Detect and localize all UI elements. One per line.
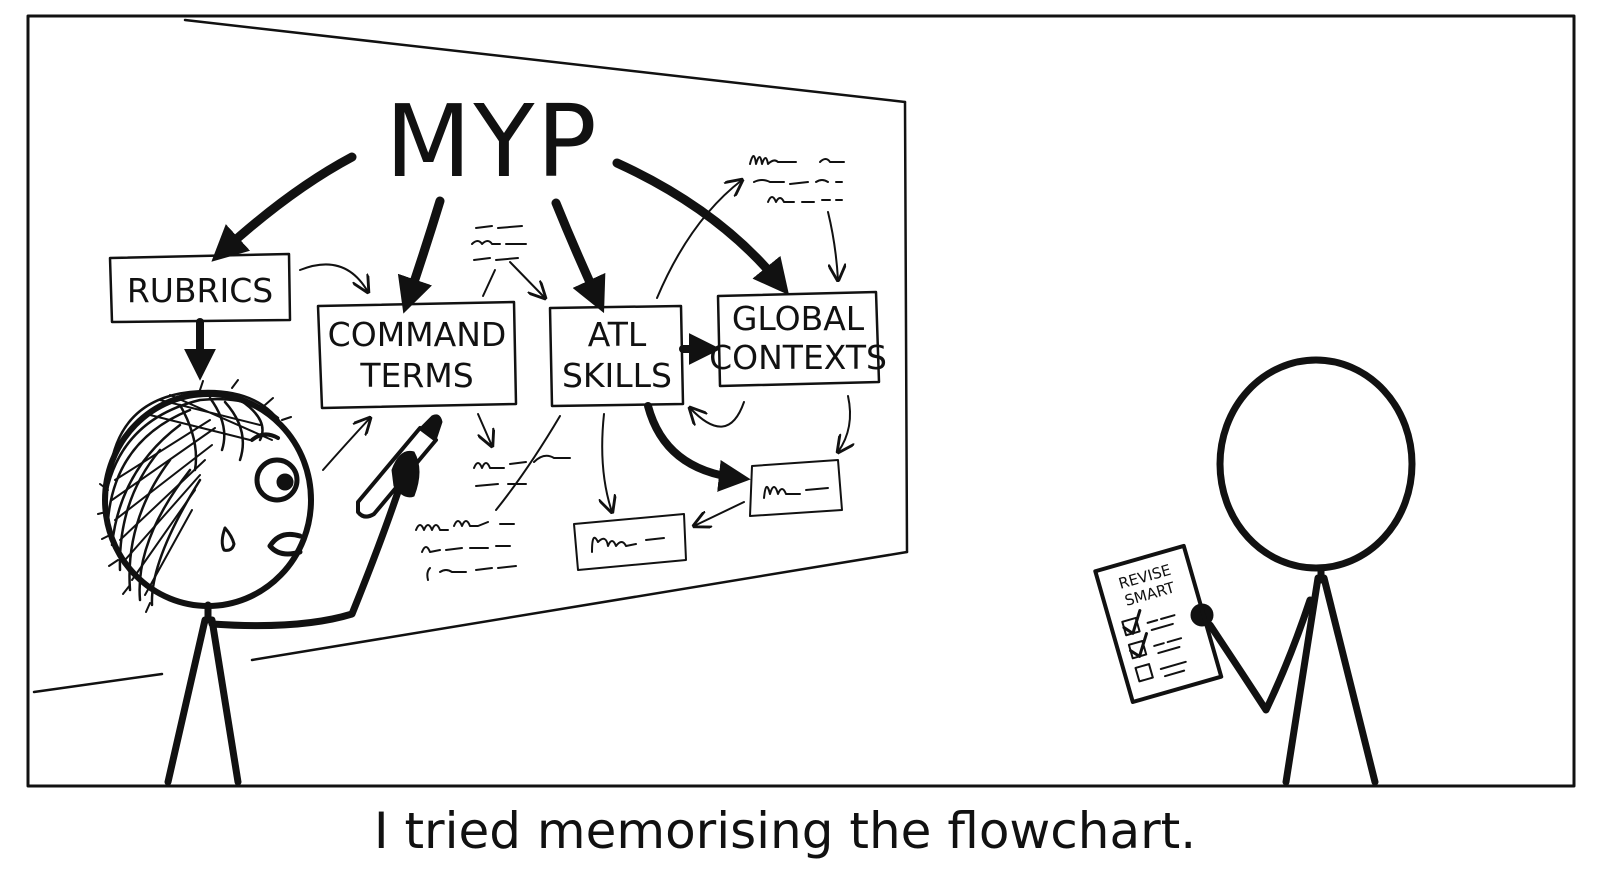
panel-border (26, 14, 1576, 788)
student-eye (254, 457, 300, 503)
messy-hair (97, 379, 292, 613)
box-rubrics-label: RUBRICS (127, 271, 273, 310)
box-atl-skills-line1: ATL (588, 315, 647, 354)
checkmark-2 (1129, 632, 1148, 658)
comic-caption: I tried memorising the flowchart. (374, 802, 1196, 860)
whiteboard (32, 18, 909, 694)
box-command-terms-line1: COMMAND (328, 315, 507, 354)
calm-student-figure (1190, 356, 1416, 786)
sheet-checklist (1121, 609, 1187, 683)
sweat-drop (220, 526, 236, 552)
flowchart-title: MYP (385, 83, 599, 200)
scribbles (415, 155, 845, 581)
box-global-contexts: GLOBAL CONTEXTS (709, 290, 887, 388)
box-atl-skills: ATL SKILLS (548, 304, 685, 408)
calm-head (1216, 356, 1416, 572)
box-command-terms-line2: TERMS (359, 356, 473, 395)
checkmark-1 (1122, 609, 1142, 635)
marker-pen (356, 414, 443, 519)
box-command-terms: COMMAND TERMS (316, 300, 518, 410)
box-global-contexts-line1: GLOBAL (732, 299, 865, 338)
student-mouth (267, 531, 303, 557)
box-global-contexts-line2: CONTEXTS (709, 338, 887, 377)
main-arrows (184, 152, 790, 492)
box-atl-skills-line2: SKILLS (562, 356, 672, 395)
checkbox-3 (1134, 663, 1154, 683)
stressed-student-figure (97, 379, 443, 786)
thin-arrows (299, 180, 850, 526)
box-rubrics: RUBRICS (108, 252, 292, 324)
